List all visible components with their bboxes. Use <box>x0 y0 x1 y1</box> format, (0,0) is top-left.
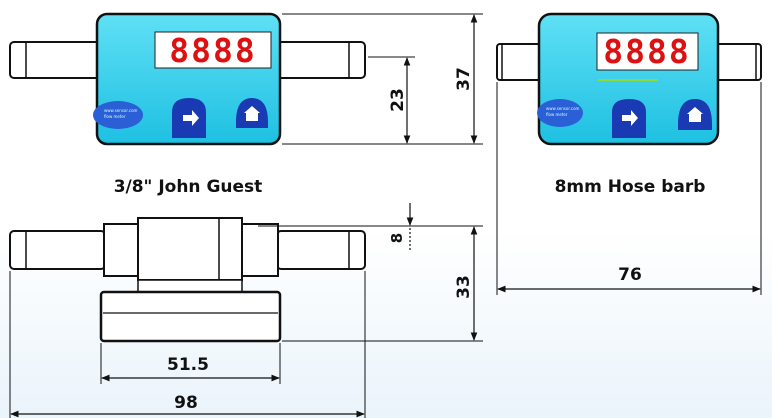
home-icon <box>244 106 260 121</box>
dim-barb-width: 76 <box>496 82 762 295</box>
side-right-tube <box>276 230 366 270</box>
display-readout-barb: 8888 <box>603 32 690 71</box>
side-base <box>99 290 282 343</box>
dim-base-width: 51.5 <box>100 343 281 384</box>
right-arrow-icon <box>622 110 638 126</box>
svg-text:www.sensor.com: www.sensor.com <box>546 106 580 111</box>
front-view-john-guest: 8888 www.sensor.com flow meter <box>9 12 366 146</box>
front-view-hose-barb: 8888 www.sensor.com flow meter <box>496 12 762 146</box>
dim-guest-width: 98 <box>9 271 366 418</box>
caption-john-guest: 3/8" John Guest <box>114 177 263 197</box>
dim-label-8: 8 <box>388 233 406 243</box>
display-window <box>154 31 272 69</box>
dim-label-33: 33 <box>454 275 474 299</box>
logo-badge <box>93 101 143 129</box>
right-tube <box>276 41 366 79</box>
display-window-barb <box>596 32 699 71</box>
side-view <box>9 217 366 343</box>
dim-label-51-5: 51.5 <box>167 355 209 375</box>
home-icon <box>687 107 703 122</box>
logo-badge-barb <box>537 99 583 127</box>
dim-label-98: 98 <box>174 393 198 413</box>
side-center-block <box>137 217 243 281</box>
svg-text:flow meter: flow meter <box>104 114 126 119</box>
caption-hose-barb: 8mm Hose barb <box>555 177 706 197</box>
svg-text:flow meter: flow meter <box>546 112 568 117</box>
display-readout: 8888 <box>169 31 256 70</box>
side-neck <box>137 279 243 293</box>
dim-label-76: 76 <box>618 265 642 285</box>
right-arrow-icon <box>183 110 199 126</box>
dim-depth: 33 <box>282 225 483 342</box>
svg-text:www.sensor.com: www.sensor.com <box>104 108 138 113</box>
side-left-tube <box>9 230 106 270</box>
dim-display-height: 23 <box>368 56 415 145</box>
dim-total-height: 37 <box>282 13 483 145</box>
dim-label-23: 23 <box>388 88 408 112</box>
left-tube <box>9 41 106 79</box>
dim-label-37: 37 <box>454 67 474 91</box>
